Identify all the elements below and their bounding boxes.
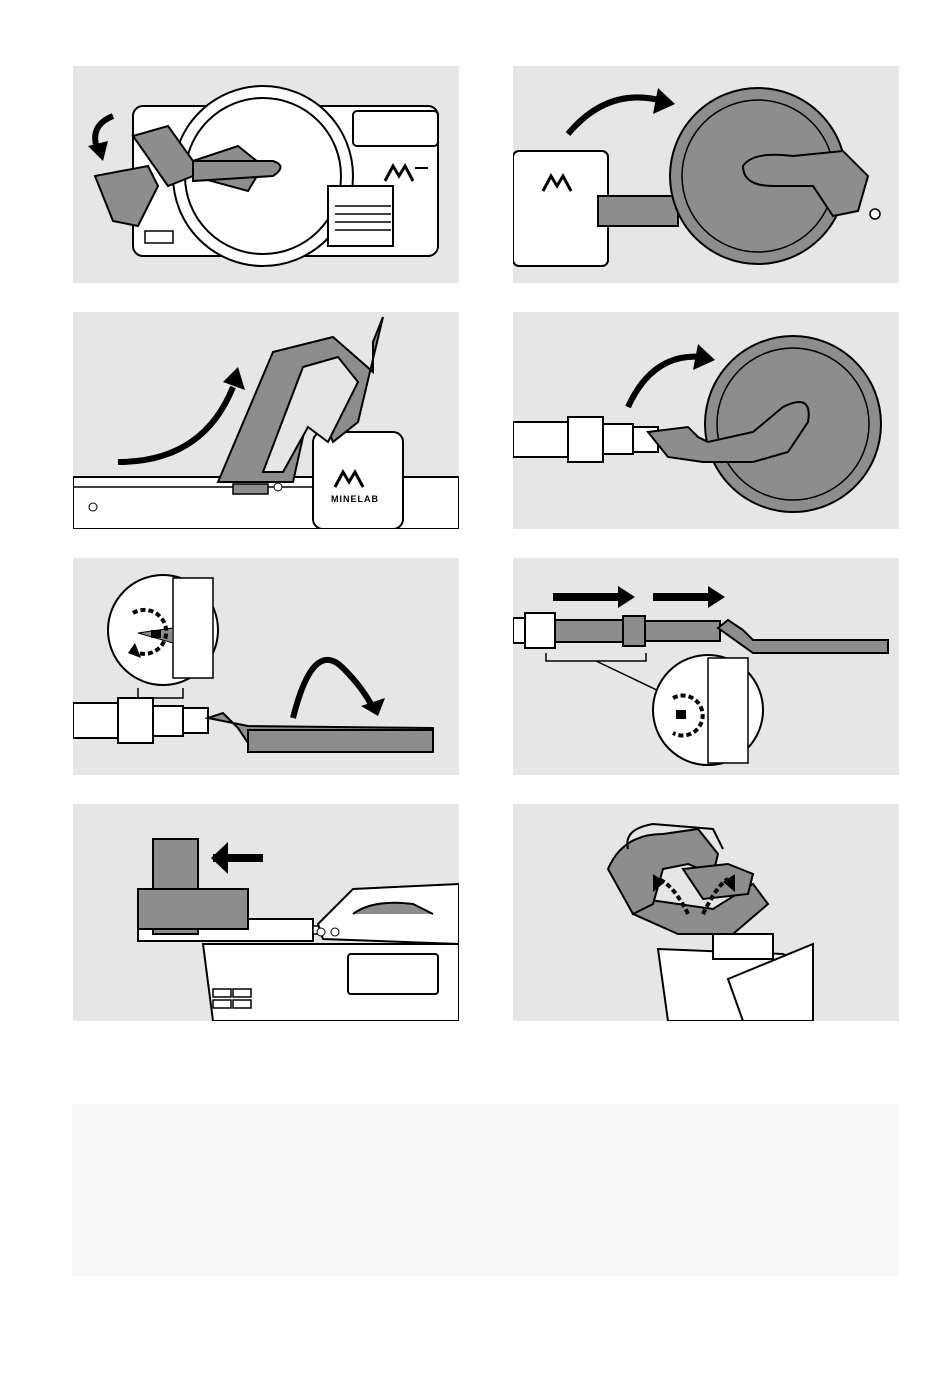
step-3-panel: MINELAB [73, 312, 459, 529]
step-2-panel [513, 66, 899, 283]
step-2-illustration [513, 66, 899, 283]
step-5-illustration [73, 558, 459, 775]
step-5-panel [73, 558, 459, 775]
step-1-illustration [73, 66, 459, 283]
step-7-illustration [73, 804, 459, 1021]
step-8-panel [513, 804, 899, 1021]
step-6-panel [513, 558, 899, 775]
step-4-panel [513, 312, 899, 529]
step-3-illustration: MINELAB [73, 312, 459, 529]
step-7-panel [73, 804, 459, 1021]
step-6-illustration [513, 558, 899, 775]
step-1-panel [73, 66, 459, 283]
step-8-illustration [513, 804, 899, 1021]
note-box [72, 1104, 899, 1276]
brand-text-3: MINELAB [331, 494, 379, 504]
step-4-illustration [513, 312, 899, 529]
